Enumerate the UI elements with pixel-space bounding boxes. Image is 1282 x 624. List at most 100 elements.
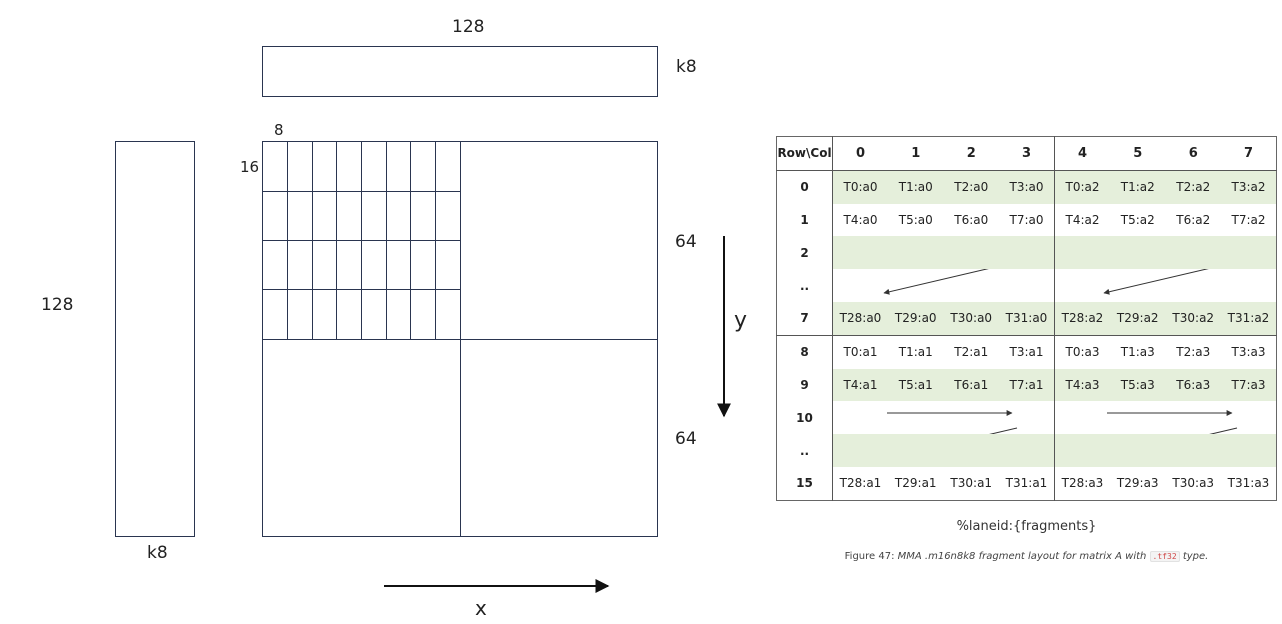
- table-cell: T7:a0: [1009, 212, 1044, 227]
- table-cell: T4:a0: [843, 212, 878, 227]
- table-cell: [944, 269, 1000, 302]
- table-cell: [888, 401, 944, 434]
- matrix-b-tile: [262, 46, 658, 97]
- row-header: 2: [776, 236, 833, 270]
- top-height-label: k8: [676, 57, 697, 77]
- left-height-label: 128: [41, 295, 74, 315]
- table-cell: [1110, 434, 1166, 467]
- column-header: 7: [1243, 145, 1254, 161]
- table-cell: [943, 434, 999, 467]
- table-cell: [944, 401, 1000, 434]
- table-row: ..: [776, 434, 1277, 467]
- table-cell: [888, 269, 944, 302]
- table-cell: T30:a0: [943, 301, 999, 336]
- table-cell: [1221, 434, 1277, 467]
- table-cell: T2:a3: [1165, 334, 1221, 369]
- table-cell: [1221, 236, 1277, 270]
- left-width-label: k8: [147, 543, 168, 563]
- table-cell: [1054, 236, 1110, 270]
- row-header: 7: [776, 301, 833, 336]
- table-cell: T1:a3: [1110, 334, 1166, 369]
- row-header: 15: [776, 466, 833, 501]
- table-cell: T28:a3: [1054, 466, 1110, 501]
- x-axis-label: x: [475, 596, 487, 620]
- figure-code: .tf32: [1149, 551, 1180, 562]
- table-cell: [832, 236, 888, 270]
- table-cell: T30:a1: [950, 476, 993, 491]
- legend-caption: %laneid:{fragments}: [956, 519, 1097, 534]
- table-cell: T7:a3: [1221, 368, 1277, 402]
- table-cell: [1166, 269, 1222, 302]
- table-cell: T31:a3: [1227, 476, 1270, 491]
- table-cell: T0:a0: [832, 169, 888, 204]
- table-cell: T3:a1: [999, 334, 1055, 369]
- table-cell: T7:a2: [1231, 212, 1266, 227]
- table-cell: [999, 401, 1055, 434]
- table-cell: T2:a2: [1165, 169, 1221, 204]
- table-cell: [1054, 401, 1110, 435]
- table-row: 2: [776, 236, 1277, 270]
- top-width-label: 128: [452, 17, 485, 37]
- table-cell: T2:a1: [943, 334, 999, 369]
- table-cell: [1221, 401, 1277, 434]
- column-header: 1: [911, 145, 921, 161]
- table-cell: [999, 236, 1055, 270]
- right-lower-label: 64: [675, 429, 697, 449]
- table-cell: T5:a3: [1110, 368, 1166, 402]
- table-cell: T5:a1: [888, 368, 944, 402]
- table-cell: [1221, 269, 1277, 302]
- row-header: 10: [776, 401, 833, 435]
- table-header-row: Row\Col 0 1 2 3 4 5 6 7: [776, 136, 1277, 171]
- table-cell: T3:a3: [1221, 334, 1277, 369]
- table-cell: T3:a0: [999, 169, 1055, 204]
- table-cell: T29:a0: [888, 301, 944, 336]
- table-cell: T4:a1: [832, 368, 888, 402]
- table-cell: [888, 434, 944, 467]
- table-cell: T5:a0: [898, 212, 933, 227]
- table-cell: T28:a2: [1054, 301, 1110, 336]
- column-header: 6: [1188, 145, 1198, 161]
- table-cell: [1110, 236, 1166, 270]
- table-cell: T28:a0: [832, 301, 888, 336]
- table-row: 10: [776, 401, 1277, 435]
- row-header: ..: [776, 269, 833, 302]
- subtile-grid: [262, 141, 460, 339]
- table-cell: T31:a0: [999, 301, 1055, 336]
- table-cell: [1166, 401, 1222, 434]
- table-cell: [1110, 401, 1166, 434]
- table-cell: T4:a3: [1054, 368, 1110, 402]
- row-header: 1: [776, 203, 833, 237]
- table-cell: T30:a3: [1172, 476, 1215, 491]
- column-header: 2: [966, 145, 976, 161]
- table-cell: T6:a0: [954, 212, 989, 227]
- table-cell: T29:a2: [1110, 301, 1166, 336]
- table-cell: T0:a3: [1054, 334, 1110, 369]
- right-upper-label: 64: [675, 232, 697, 252]
- table-cell: [1165, 236, 1221, 270]
- row-header: 9: [776, 368, 833, 402]
- table-cell: T0:a1: [832, 334, 888, 369]
- tile-height-label: 16: [240, 158, 260, 176]
- figure-text-b: type.: [1182, 551, 1209, 562]
- table-cell: T4:a2: [1054, 203, 1110, 237]
- column-header: 0: [855, 145, 866, 161]
- figure-text-a: MMA .m16n8k8 fragment layout for matrix …: [897, 551, 1147, 562]
- figure-prefix: Figure 47:: [844, 551, 895, 562]
- table-cell: T6:a2: [1176, 212, 1211, 227]
- table-cell: T6:a1: [943, 368, 999, 402]
- table-cell: T6:a3: [1165, 368, 1221, 402]
- table-cell: T31:a1: [1005, 476, 1048, 491]
- column-header: 3: [1021, 145, 1032, 161]
- table-cell: T28:a1: [839, 476, 882, 491]
- table-corner-header: Row\Col: [776, 136, 833, 171]
- table-cell: T3:a2: [1221, 169, 1277, 204]
- row-header: 0: [776, 169, 833, 204]
- table-cell: T1:a2: [1110, 169, 1166, 204]
- row-header: 8: [776, 334, 833, 369]
- table-cell: T29:a1: [894, 476, 937, 491]
